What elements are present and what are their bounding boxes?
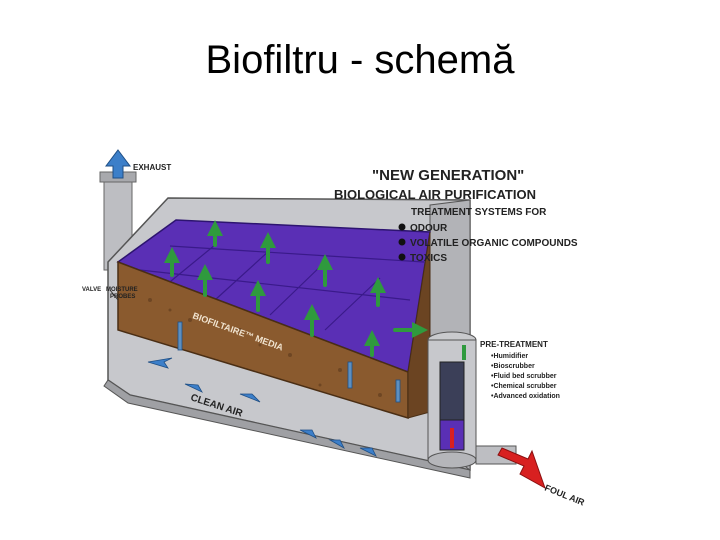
target-item: VOLATILE ORGANIC COMPOUNDS [410, 238, 578, 249]
pretreatment-item: •Humidifier [491, 353, 528, 360]
headline-2: BIOLOGICAL AIR PURIFICATION [334, 187, 536, 202]
valve-leader [109, 289, 119, 301]
valve-label: VALVE [82, 287, 101, 293]
headline-1: "NEW GENERATION" [372, 167, 524, 184]
foul-air-label: FOUL AIR [543, 483, 586, 508]
airflow-arrows-blue [147, 321, 401, 457]
slide-title: Biofiltru - schemă [205, 38, 515, 82]
exhaust-label: EXHAUST [133, 163, 171, 172]
moisture-label-1: MOISTURE [106, 287, 138, 293]
pretreatment-item: •Fluid bed scrubber [491, 373, 557, 380]
pretreatment-list: •Humidifier •Bioscrubber •Fluid bed scru… [491, 353, 560, 400]
target-item: ODOUR [410, 223, 448, 234]
pretreatment-item: •Bioscrubber [491, 363, 535, 370]
pretreatment-tower [427, 331, 517, 469]
moisture-label-2: PROBES [110, 294, 135, 300]
headline-3: TREATMENT SYSTEMS FOR [411, 207, 547, 218]
pretreatment-item: •Chemical scrubber [491, 383, 557, 390]
pretreatment-label: PRE-TREATMENT [480, 340, 548, 349]
foul-air-arrow-icon [497, 447, 546, 490]
exhaust-arrow-icon [105, 149, 131, 179]
airflow-arrows-green [164, 220, 428, 357]
target-list: ODOUR VOLATILE ORGANIC COMPOUNDS TOXICS [398, 223, 578, 264]
target-item: TOXICS [410, 253, 447, 264]
pretreatment-item: •Advanced oxidation [491, 393, 560, 400]
